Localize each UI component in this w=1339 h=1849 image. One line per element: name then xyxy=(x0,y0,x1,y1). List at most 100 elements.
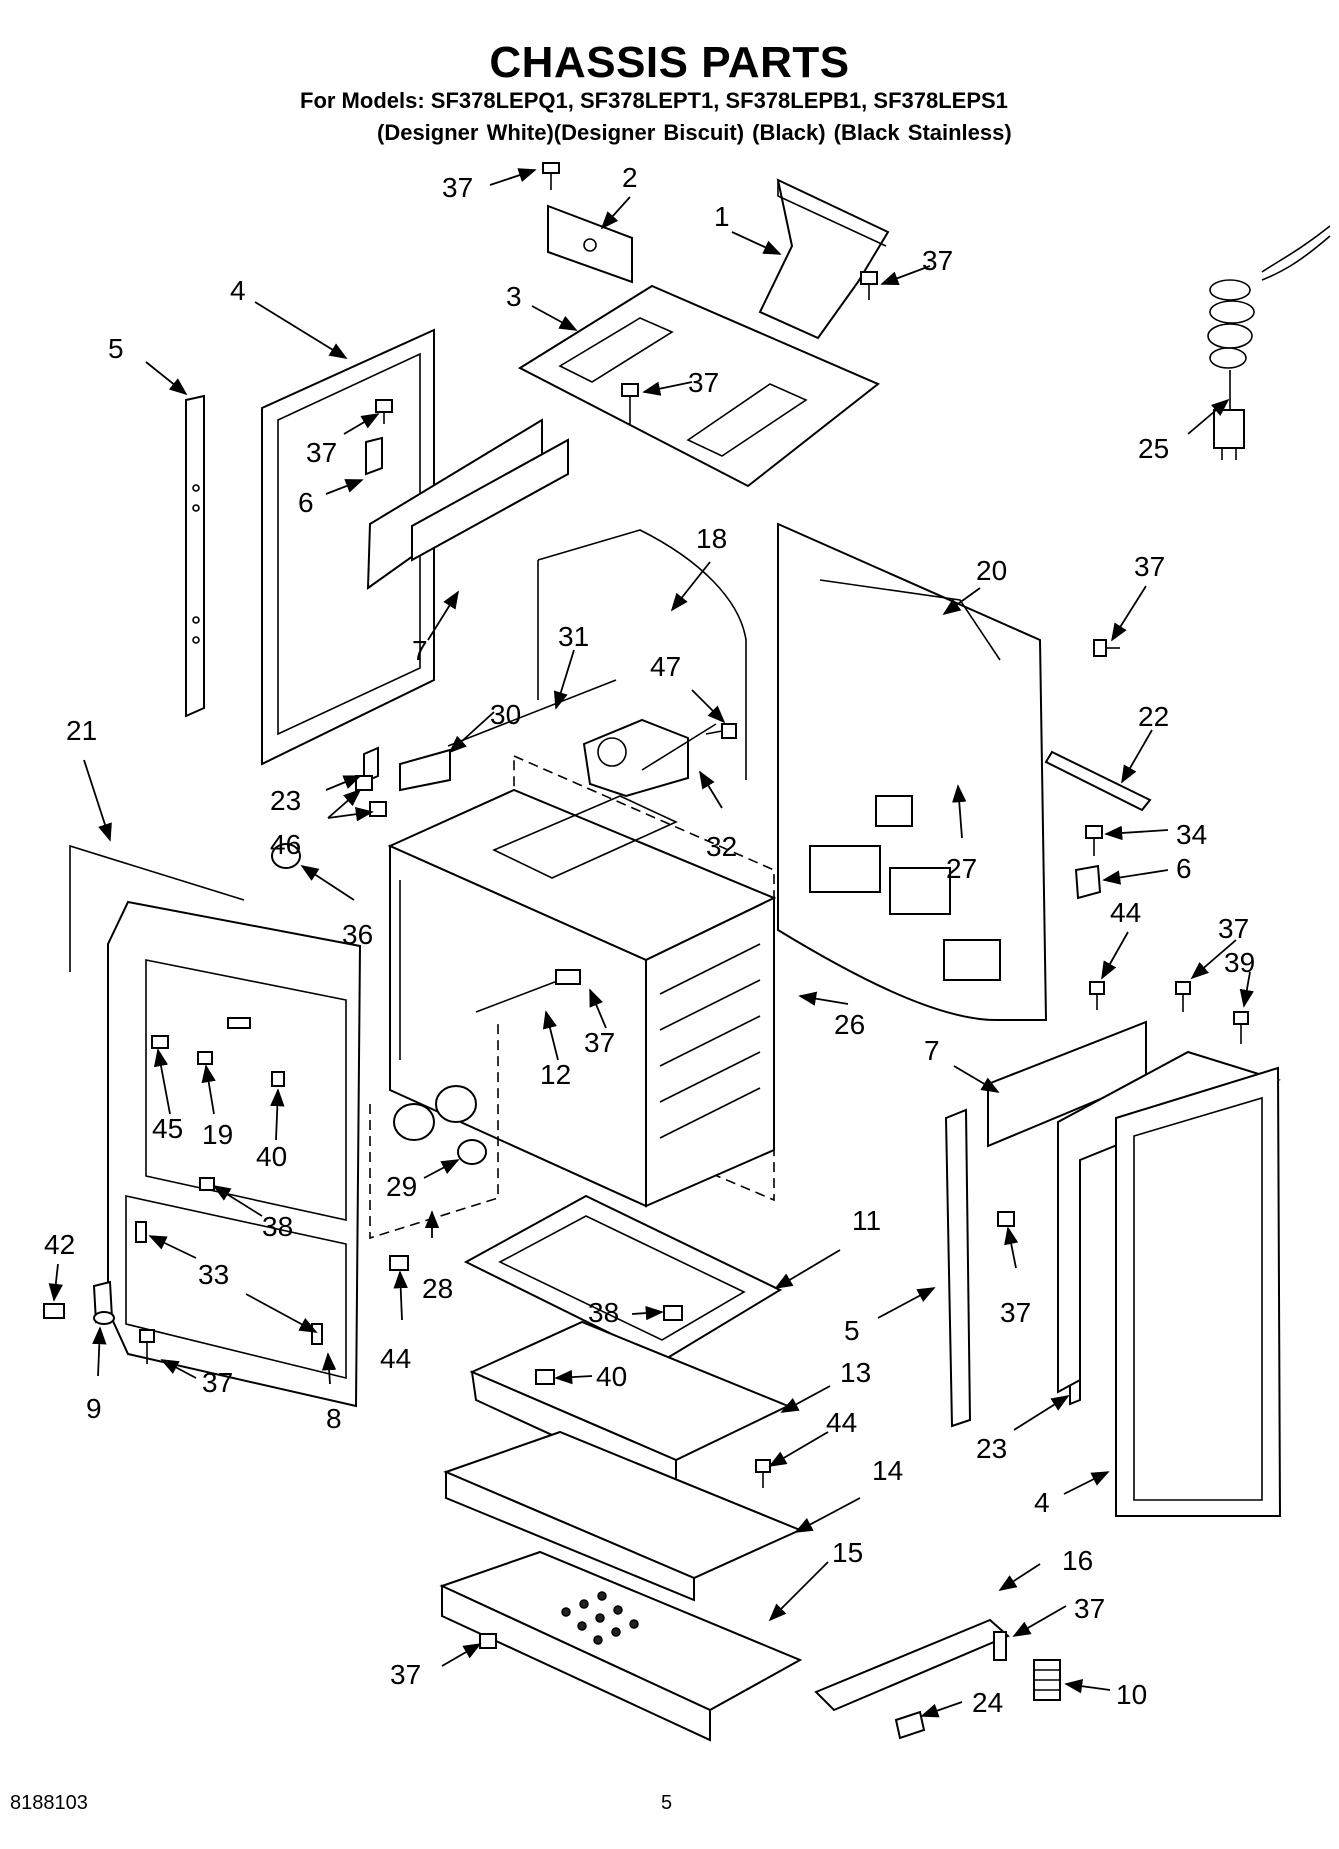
part-46-screws xyxy=(355,775,387,817)
callout-33: 33 xyxy=(198,1259,229,1290)
callout-2: 2 xyxy=(622,162,638,193)
callout-10: 10 xyxy=(1116,1679,1147,1710)
callout-22: 22 xyxy=(1138,701,1169,732)
part-39-screw xyxy=(1233,1011,1249,1044)
callout-37: 37 xyxy=(922,245,953,276)
page-number: 5 xyxy=(661,1792,673,1814)
part-14-drawer xyxy=(443,1430,803,1602)
callout-8: 8 xyxy=(326,1403,342,1434)
callout-42: 42 xyxy=(44,1229,75,1260)
part-37-screw-c xyxy=(375,399,393,424)
callout-14: 14 xyxy=(872,1455,903,1486)
callout-4: 4 xyxy=(1034,1487,1050,1518)
part-37-screw-top xyxy=(542,162,560,190)
part-4-side-panel-right xyxy=(1057,1050,1282,1517)
callout-1: 1 xyxy=(714,201,730,232)
callout-37: 37 xyxy=(390,1659,421,1690)
callout-37: 37 xyxy=(1218,913,1249,944)
part-8-front-frame xyxy=(107,900,362,1408)
part-40-screw-a xyxy=(271,1071,285,1087)
part-3-burner-box xyxy=(517,284,880,488)
callout-26: 26 xyxy=(834,1009,865,1040)
callout-40: 40 xyxy=(596,1361,627,1392)
callout-44: 44 xyxy=(826,1407,857,1438)
models-line: For Models: SF378LEPQ1, SF378LEPT1, SF37… xyxy=(300,88,1008,113)
callout-46: 46 xyxy=(270,829,301,860)
part-37-screw-a xyxy=(860,271,878,300)
callout-6: 6 xyxy=(298,487,314,518)
callout-38: 38 xyxy=(262,1211,293,1242)
part-44-screw-a2 xyxy=(1089,981,1105,1010)
callout-38: 38 xyxy=(588,1297,619,1328)
finishes-line: (Designer White)(Designer Biscuit) (Blac… xyxy=(377,120,1012,145)
callout-37: 37 xyxy=(202,1367,233,1398)
callout-34: 34 xyxy=(1176,819,1207,850)
callout-37: 37 xyxy=(306,437,337,468)
part-25-power-cord xyxy=(1207,225,1331,460)
part-32-valve xyxy=(582,718,717,798)
callout-4: 4 xyxy=(230,275,246,306)
callout-13: 13 xyxy=(840,1357,871,1388)
part-36-grommet xyxy=(271,843,301,869)
part-11-burner-base xyxy=(463,1194,783,1362)
callout-24: 24 xyxy=(972,1687,1003,1718)
callout-labels: 37 2 1 37 4 3 37 5 37 25 6 18 20 37 7 31… xyxy=(44,162,1255,1718)
callout-21: 21 xyxy=(66,715,97,746)
part-44-screw-a xyxy=(389,1255,409,1271)
part-38-screw-a xyxy=(199,1177,215,1191)
callout-37: 37 xyxy=(584,1027,615,1058)
callout-6: 6 xyxy=(1176,853,1192,884)
part-29-bulb xyxy=(457,1139,487,1165)
part-34-screw xyxy=(1085,825,1103,856)
callout-18: 18 xyxy=(696,523,727,554)
page-title: CHASSIS PARTS xyxy=(489,38,850,87)
part-16-rail xyxy=(814,1618,1010,1712)
part-2-bracket xyxy=(547,204,633,284)
callout-40: 40 xyxy=(256,1141,287,1172)
part-1-vent-duct xyxy=(758,178,890,340)
part-5-side-trim-left xyxy=(185,394,205,718)
callout-5: 5 xyxy=(844,1315,860,1346)
part-30-hinge xyxy=(399,748,451,792)
leader-lines xyxy=(48,168,1254,1718)
part-21-gasket-strip xyxy=(69,844,245,972)
callout-15: 15 xyxy=(832,1537,863,1568)
callout-9: 9 xyxy=(86,1393,102,1424)
callout-45: 45 xyxy=(152,1113,183,1144)
part-6-clip-left xyxy=(365,436,383,476)
callout-19: 19 xyxy=(202,1119,233,1150)
part-6-clip-right xyxy=(1074,864,1102,900)
part-31-rod xyxy=(447,679,617,747)
callout-44: 44 xyxy=(1110,897,1141,928)
part-37-screw-e xyxy=(1175,981,1191,1012)
part-47-screw xyxy=(705,723,737,739)
callout-37: 37 xyxy=(1000,1297,1031,1328)
part-22-rail xyxy=(1044,750,1152,812)
part-37-screw-h xyxy=(139,1329,155,1364)
callout-23: 23 xyxy=(270,785,301,816)
callout-37: 37 xyxy=(688,367,719,398)
callout-37: 37 xyxy=(442,172,473,203)
part-10-leveler xyxy=(1033,1659,1061,1701)
part-12-sensor xyxy=(475,969,581,1013)
part-37-screw-d xyxy=(1093,639,1120,657)
callout-37: 37 xyxy=(1074,1593,1105,1624)
callout-31: 31 xyxy=(558,621,589,652)
part-5-side-trim-right xyxy=(944,1108,972,1428)
part-20-rear-panel xyxy=(777,522,1048,1021)
document-number: 8188103 xyxy=(10,1792,88,1814)
part-37-screw-b xyxy=(621,383,639,424)
part-9-leveler xyxy=(92,1280,115,1325)
part-4-side-panel-left xyxy=(261,328,435,766)
callout-39: 39 xyxy=(1224,947,1255,978)
part-37-screw-j xyxy=(479,1633,497,1649)
callout-5: 5 xyxy=(108,333,124,364)
callout-7: 7 xyxy=(924,1035,940,1066)
callout-47: 47 xyxy=(650,651,681,682)
callout-37: 37 xyxy=(1134,551,1165,582)
part-18-door-gasket xyxy=(537,529,747,780)
part-23-bracket-left xyxy=(363,746,379,784)
callout-7: 7 xyxy=(412,635,428,666)
callout-25: 25 xyxy=(1138,433,1169,464)
callout-11: 11 xyxy=(852,1205,881,1236)
